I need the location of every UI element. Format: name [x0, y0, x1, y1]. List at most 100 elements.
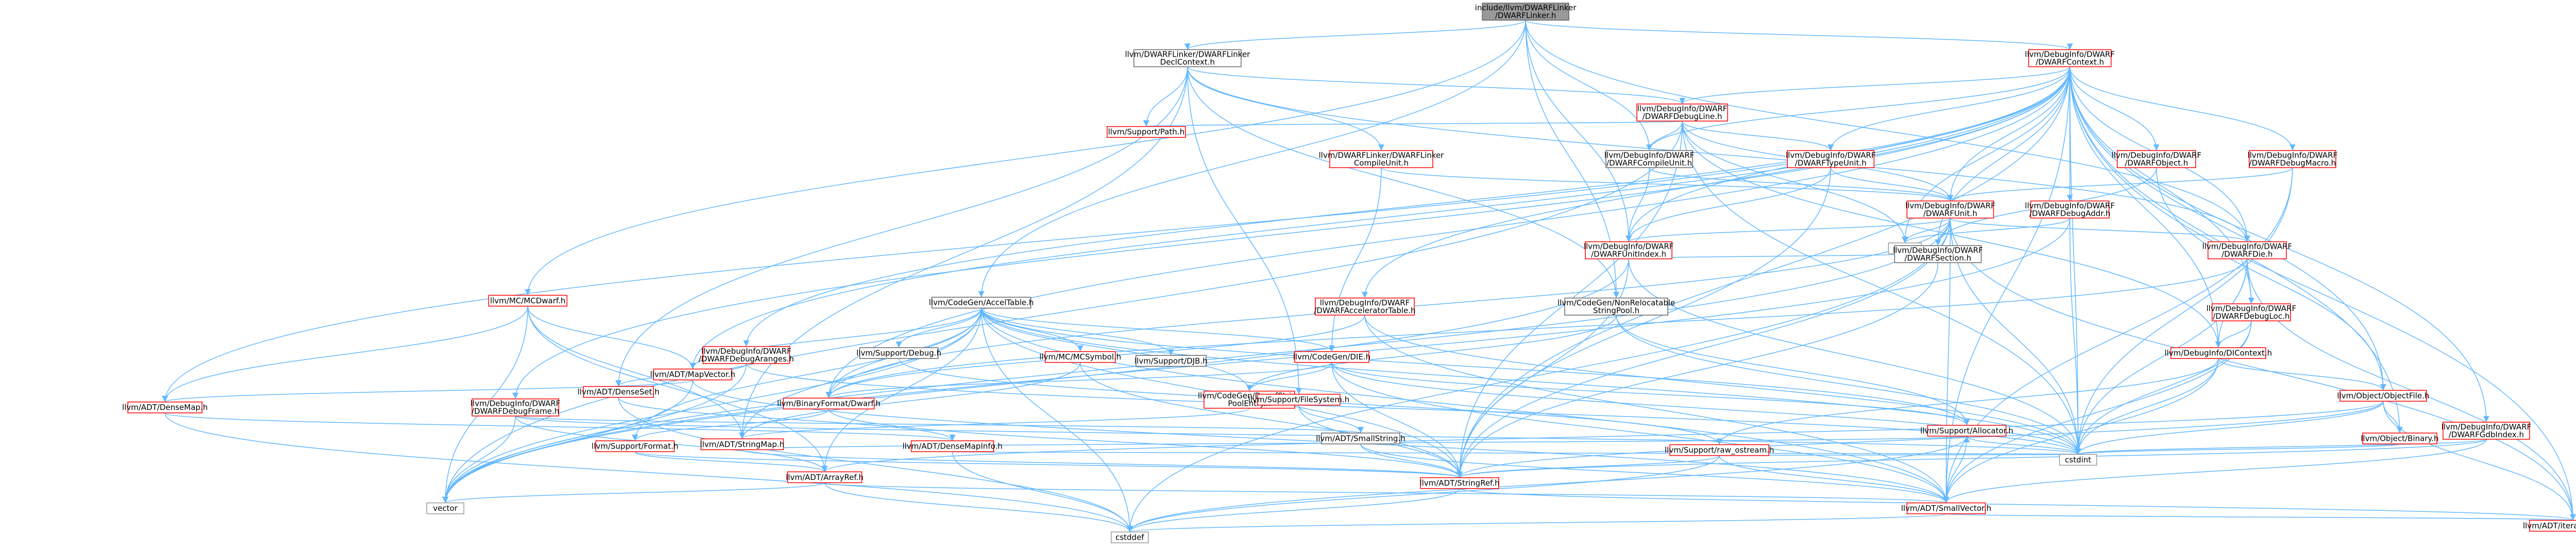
- node-label: vector: [433, 504, 458, 513]
- graph-node-unit[interactable]: llvm/DebugInfo/DWARF/DWARFUnit.h: [1905, 200, 1995, 219]
- graph-node-acceltab[interactable]: llvm/DebugInfo/DWARF/DWARFAcceleratorTab…: [1314, 297, 1416, 316]
- edge-gdbindex-to-cstdint: [2075, 439, 2487, 455]
- edge-die-to-itrange: [2246, 259, 2576, 521]
- edge-dwctx-to-debugline: [1679, 66, 2071, 105]
- graph-node-cstdint[interactable]: cstdint: [2059, 454, 2097, 466]
- graph-node-path[interactable]: llvm/Support/Path.h: [1107, 126, 1186, 138]
- edge-die-to-dwarf: [825, 259, 2248, 399]
- graph-node-debugstr[interactable]: llvm/Support/Debug.h: [856, 347, 941, 359]
- edge-debugline-to-cunit: [1646, 121, 1683, 151]
- edge-denseset-to-densemapinfo: [618, 397, 956, 441]
- graph-node-object[interactable]: llvm/DebugInfo/DWARF/DWARFObject.h: [2111, 150, 2201, 168]
- graph-node-vector[interactable]: vector: [426, 502, 465, 514]
- graph-node-filesystem[interactable]: llvm/Support/FileSystem.h: [1248, 393, 1350, 406]
- edge-root-to-unitindex: [1525, 20, 1632, 242]
- edge-unit-to-itrange: [1950, 218, 2576, 521]
- edge-accel-to-djb: [980, 308, 1174, 356]
- edge-nonreloc-to-allocator: [1616, 315, 1970, 425]
- node-box: [1482, 3, 1569, 21]
- edge-mcdwarf-to-densemap: [162, 306, 529, 402]
- edge-dietag-to-dwarfstringpool: [1246, 362, 1332, 391]
- node-box: [1133, 49, 1242, 67]
- graph-node-section[interactable]: llvm/DebugInfo/DWARF/DWARFSection.h: [1893, 245, 1983, 263]
- graph-node-stringmap[interactable]: llvm/ADT/StringMap.h: [700, 438, 785, 451]
- graph-node-cstddef[interactable]: cstddef: [1111, 531, 1149, 543]
- node-label: StringPool.h: [1593, 306, 1639, 315]
- edge-objectfile-to-stringref: [1456, 401, 2384, 478]
- edge-dictx-to-objectfile: [2217, 358, 2386, 391]
- edge-densemap-to-cstddef: [164, 412, 1133, 532]
- graph-node-accel[interactable]: llvm/CodeGen/AccelTable.h: [929, 297, 1034, 309]
- edge-gdbindex-to-stringref: [1456, 439, 2487, 478]
- graph-node-mcdwarf[interactable]: llvm/MC/MCDwarf.h: [488, 295, 568, 307]
- graph-node-smallvector[interactable]: llvm/ADT/SmallVector.h: [1901, 502, 1991, 514]
- graph-node-densemapinfo[interactable]: llvm/ADT/DenseMapInfo.h: [903, 440, 1003, 452]
- graph-node-unitindex[interactable]: llvm/DebugInfo/DWARF/DWARFUnitIndex.h: [1584, 241, 1674, 260]
- node-label: llvm/DebugInfo/DWARF: [2111, 150, 2201, 160]
- node-label: /DWARFTypeUnit.h: [1795, 158, 1867, 167]
- edge-accel-to-vector: [442, 308, 982, 503]
- node-box: [595, 440, 675, 452]
- node-label: llvm/CodeGen/AccelTable.h: [929, 298, 1034, 307]
- graph-node-rawostream[interactable]: llvm/Support/raw_ostream.h: [1665, 444, 1774, 456]
- graph-node-macro[interactable]: llvm/DebugInfo/DWARF/DWARFDebugMacro.h: [2247, 150, 2337, 168]
- edge-smallstring-to-stringref: [1360, 443, 1463, 478]
- graph-node-debugloc[interactable]: llvm/DebugInfo/DWARF/DWARFDebugLoc.h: [2206, 303, 2296, 321]
- graph-node-debugline[interactable]: llvm/DebugInfo/DWARF/DWARFDebugLine.h: [1636, 104, 1728, 122]
- graph-node-tunit[interactable]: llvm/DebugInfo/DWARF/DWARFTypeUnit.h: [1786, 150, 1876, 168]
- graph-node-dictx[interactable]: llvm/DebugInfo/DIContext.h: [2164, 347, 2272, 359]
- edge-dietag-to-stringref: [1331, 362, 1463, 478]
- graph-node-denseset[interactable]: llvm/ADT/DenseSet.h: [578, 386, 659, 398]
- graph-node-itrange[interactable]: llvm/ADT/iterator_range.h: [2523, 520, 2576, 532]
- node-box: [583, 386, 654, 398]
- graph-node-die[interactable]: llvm/DebugInfo/DWARF/DWARFDie.h: [2202, 241, 2292, 260]
- graph-node-dlcu[interactable]: llvm/DWARFLinker/DWARFLinkerCompileUnit.…: [1319, 150, 1445, 168]
- node-label: llvm/ADT/MapVector.h: [650, 370, 735, 379]
- graph-node-djb[interactable]: llvm/Support/DJB.h: [1134, 355, 1208, 367]
- graph-node-arrayref[interactable]: llvm/ADT/ArrayRef.h: [786, 471, 863, 484]
- edge-dwctx-to-section: [1935, 66, 2071, 246]
- node-layer: include/llvm/DWARFLinker/DWARFLinker.h ll…: [122, 3, 2576, 543]
- node-box: [2116, 150, 2196, 168]
- graph-node-stringref[interactable]: llvm/ADT/StringRef.h: [1420, 477, 1500, 489]
- graph-node-allocator[interactable]: llvm/Support/Allocator.h: [1920, 425, 2013, 437]
- node-box: [1045, 351, 1116, 363]
- graph-node-frame[interactable]: llvm/DebugInfo/DWARF/DWARFDebugFrame.h: [470, 398, 561, 417]
- edge-frame-to-vector: [442, 416, 516, 503]
- node-box: [1906, 502, 1986, 514]
- node-label: llvm/Object/Binary.h: [2361, 434, 2438, 443]
- edge-cunit-to-unitindex: [1625, 167, 1650, 242]
- graph-node-densemap[interactable]: llvm/ADT/DenseMap.h: [122, 401, 208, 414]
- edge-accel-to-stringmap: [739, 308, 982, 439]
- graph-node-objectfile[interactable]: llvm/Object/ObjectFile.h: [2337, 390, 2429, 402]
- graph-node-dwarf[interactable]: llvm/BinaryFormat/Dwarf.h: [777, 398, 880, 409]
- graph-node-smallstring[interactable]: llvm/ADT/SmallString.h: [1316, 433, 1405, 444]
- edge-stringref-to-itrange: [1459, 488, 2576, 521]
- graph-node-gdbindex[interactable]: llvm/DebugInfo/DWARF/DWARFGdbIndex.h: [2442, 422, 2532, 440]
- graph-node-addr[interactable]: llvm/DebugInfo/DWARF/DWARFDebugAddr.h: [2025, 200, 2115, 219]
- edge-unitindex-to-stringref: [1456, 259, 1629, 478]
- edge-acceltab-to-smallvector: [1364, 315, 1950, 503]
- graph-node-dietag[interactable]: llvm/CodeGen/DIE.h: [1293, 351, 1370, 363]
- edge-dietag-to-smallvector: [1331, 362, 1950, 503]
- graph-node-root[interactable]: include/llvm/DWARFLinker/DWARFLinker.h: [1475, 3, 1577, 21]
- edge-rawostream-to-stringref: [1456, 455, 1720, 478]
- edge-frame-to-smallstring: [515, 416, 1363, 434]
- graph-node-format[interactable]: llvm/Support/Format.h: [591, 440, 679, 452]
- node-box: [1906, 200, 1994, 219]
- node-label: cstdint: [2065, 455, 2091, 464]
- graph-node-mcsymbol[interactable]: llvm/MC/MCSymbol.h: [1039, 351, 1121, 363]
- graph-node-binary[interactable]: llvm/Object/Binary.h: [2361, 433, 2438, 444]
- graph-node-mapvector[interactable]: llvm/ADT/MapVector.h: [650, 368, 735, 381]
- node-label: llvm/DebugInfo/DWARF: [1905, 201, 1995, 210]
- node-label: llvm/Object/ObjectFile.h: [2337, 391, 2429, 401]
- graph-node-dlctx[interactable]: llvm/DWARFLinker/DWARFLinkerDeclContext.…: [1125, 49, 1250, 67]
- edge-section-to-stringref: [1456, 263, 1939, 478]
- edge-unit-to-stringref: [1456, 218, 1951, 478]
- edge-unit-to-die: [1950, 217, 2250, 243]
- graph-node-cunit[interactable]: llvm/DebugInfo/DWARF/DWARFCompileUnit.h: [1604, 150, 1694, 168]
- node-box: [910, 440, 994, 452]
- graph-node-dwctx[interactable]: llvm/DebugInfo/DWARF/DWARFContext.h: [2025, 49, 2115, 67]
- graph-node-aranges[interactable]: llvm/DebugInfo/DWARF/DWARFDebugAranges.h: [699, 346, 794, 364]
